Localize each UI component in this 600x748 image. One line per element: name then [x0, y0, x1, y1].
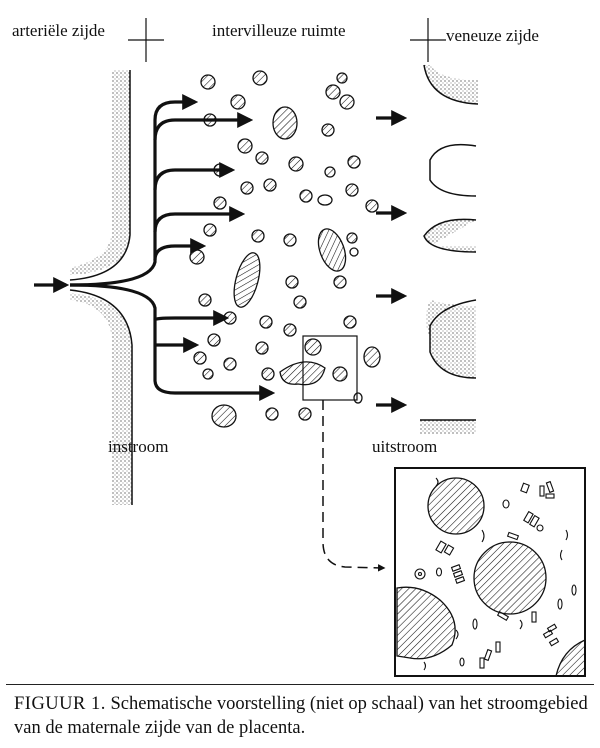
caption-text: Schematische voorstelling (niet op schaa…: [14, 694, 588, 738]
label-intervillous-space: intervilleuze ruimte: [212, 21, 346, 40]
label-arterial-side: arteriële zijde: [12, 21, 105, 40]
magnification-leader: [322, 400, 386, 572]
figure-number: FIGUUR 1.: [14, 694, 106, 714]
label-venous-side: veneuze zijde: [446, 26, 539, 45]
crosshair-venous: [410, 18, 446, 62]
figure-caption: FIGUUR 1. Schematische voorstelling (nie…: [14, 692, 588, 740]
magnification-box: [302, 335, 358, 401]
placenta-flow-diagram: [34, 18, 586, 677]
venous-wall: [420, 64, 479, 434]
arterial-wall: [69, 70, 133, 505]
magnified-inset: [394, 467, 586, 677]
inflow-arrows: [34, 94, 276, 401]
label-inflow: instroom: [108, 437, 169, 456]
outflow-arrows: [376, 110, 408, 413]
label-outflow: uitstroom: [372, 437, 438, 456]
crosshair-arterial: [128, 18, 164, 62]
intervillous-particles: [189, 70, 381, 428]
caption-divider: [6, 684, 594, 685]
